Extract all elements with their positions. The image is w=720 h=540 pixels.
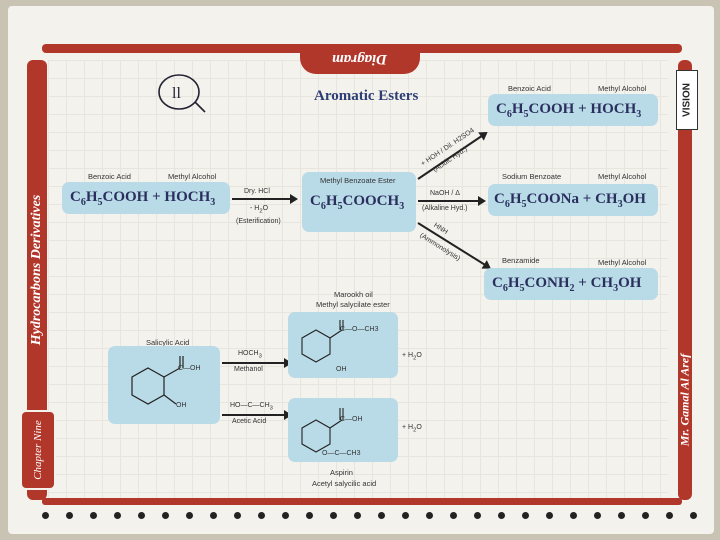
marookh-label: Marookh oil bbox=[334, 290, 373, 299]
acetic-arrow bbox=[222, 410, 292, 420]
ammonolysis-product-formula: C6H5CONH2 + CH3OH bbox=[492, 275, 642, 294]
methanol-label: Methanol bbox=[234, 366, 263, 373]
reactants-formula: C6H5COOH + HOCH3 bbox=[70, 189, 216, 208]
ester-formula: C6H5COOCH3 bbox=[310, 193, 405, 212]
diagram-badge: Diagram bbox=[300, 44, 420, 74]
methyl-salicylate-structure bbox=[301, 320, 344, 363]
reactant-label-methyl: Methyl Alcohol bbox=[168, 172, 217, 181]
upper-byproduct: + H2O bbox=[402, 352, 422, 362]
ammonolysis-product-box bbox=[484, 268, 658, 300]
methanol-formula: HOCH3 bbox=[238, 350, 262, 360]
alkaline-label-sodium: Sodium Benzoate bbox=[502, 172, 562, 181]
reactant-label-benzoic: Benzoic Acid bbox=[88, 172, 131, 181]
acetic-label: Acetic Acid bbox=[232, 418, 267, 425]
methyl-salicylate-label: Methyl salycilate ester bbox=[316, 300, 390, 309]
alkaline-product-box bbox=[488, 184, 658, 216]
acid-product-formula: C6H5COOH + HOCH3 bbox=[496, 101, 642, 120]
condition-water: - H2O bbox=[250, 205, 269, 215]
aspirin-acetyl: O—C—CH3 bbox=[322, 450, 361, 457]
frame-bottom bbox=[42, 498, 682, 505]
ester-box-label: Methyl Benzoate Ester bbox=[320, 176, 396, 185]
aspirin-label: Aspirin bbox=[330, 468, 353, 477]
methyl-salicylate-ester-group: C—O—CH3 bbox=[340, 326, 379, 333]
alkaline-condition-1: NaOH / Δ bbox=[430, 190, 460, 197]
frame-right bbox=[678, 60, 692, 500]
acetyl-salicylic-label: Acetyl salycilic acid bbox=[312, 479, 377, 488]
aspirin-cooh: C—OH bbox=[340, 416, 363, 423]
salicylic-structure bbox=[131, 356, 184, 405]
acid-product-box bbox=[488, 94, 658, 126]
ester-box bbox=[302, 172, 416, 232]
spiral-binding bbox=[22, 508, 712, 532]
alkaline-condition-2: (Alkaline Hyd.) bbox=[422, 205, 468, 212]
ammonolysis-label-benzamide: Benzamide bbox=[502, 256, 540, 265]
reactants-box bbox=[62, 182, 230, 214]
lower-byproduct: + H2O bbox=[402, 424, 422, 434]
salicylic-label: Salicylic Acid bbox=[146, 338, 190, 347]
acid-label-methyl: Methyl Alcohol bbox=[598, 84, 647, 93]
ammonolysis-label-methyl: Methyl Alcohol bbox=[598, 258, 647, 267]
alkaline-label-methyl: Methyl Alcohol bbox=[598, 172, 647, 181]
alkaline-product-formula: C6H5COONa + CH3OH bbox=[494, 191, 646, 210]
left-spine-title: Hydrocarbons Derivatives bbox=[29, 194, 44, 346]
aspirin-structure bbox=[301, 408, 344, 453]
salicylic-oh: OH bbox=[176, 402, 187, 409]
page-title: Aromatic Esters bbox=[314, 88, 419, 104]
right-spine-author: Mr. Gamal Al Aref bbox=[677, 353, 692, 447]
condition-esterification: (Esterification) bbox=[236, 218, 281, 225]
handwritten-mark: ll bbox=[172, 85, 181, 102]
acetic-formula: HO—C—CH3 bbox=[230, 402, 273, 412]
esterification-arrow bbox=[232, 194, 298, 204]
methanol-arrow bbox=[222, 358, 292, 368]
chapter-tab: Chapter Nine bbox=[20, 410, 56, 490]
alkaline-hydrolysis-arrow bbox=[418, 196, 486, 206]
vision-logo: VISION bbox=[676, 70, 698, 130]
acid-label-benzoic: Benzoic Acid bbox=[508, 84, 551, 93]
frame-left bbox=[27, 60, 47, 500]
condition-dry-hcl: Dry. HCl bbox=[244, 188, 270, 195]
salicylic-cooh: C—OH bbox=[178, 365, 201, 372]
handwritten-circle: ll bbox=[158, 74, 206, 113]
methyl-salicylate-oh: OH bbox=[336, 366, 347, 373]
